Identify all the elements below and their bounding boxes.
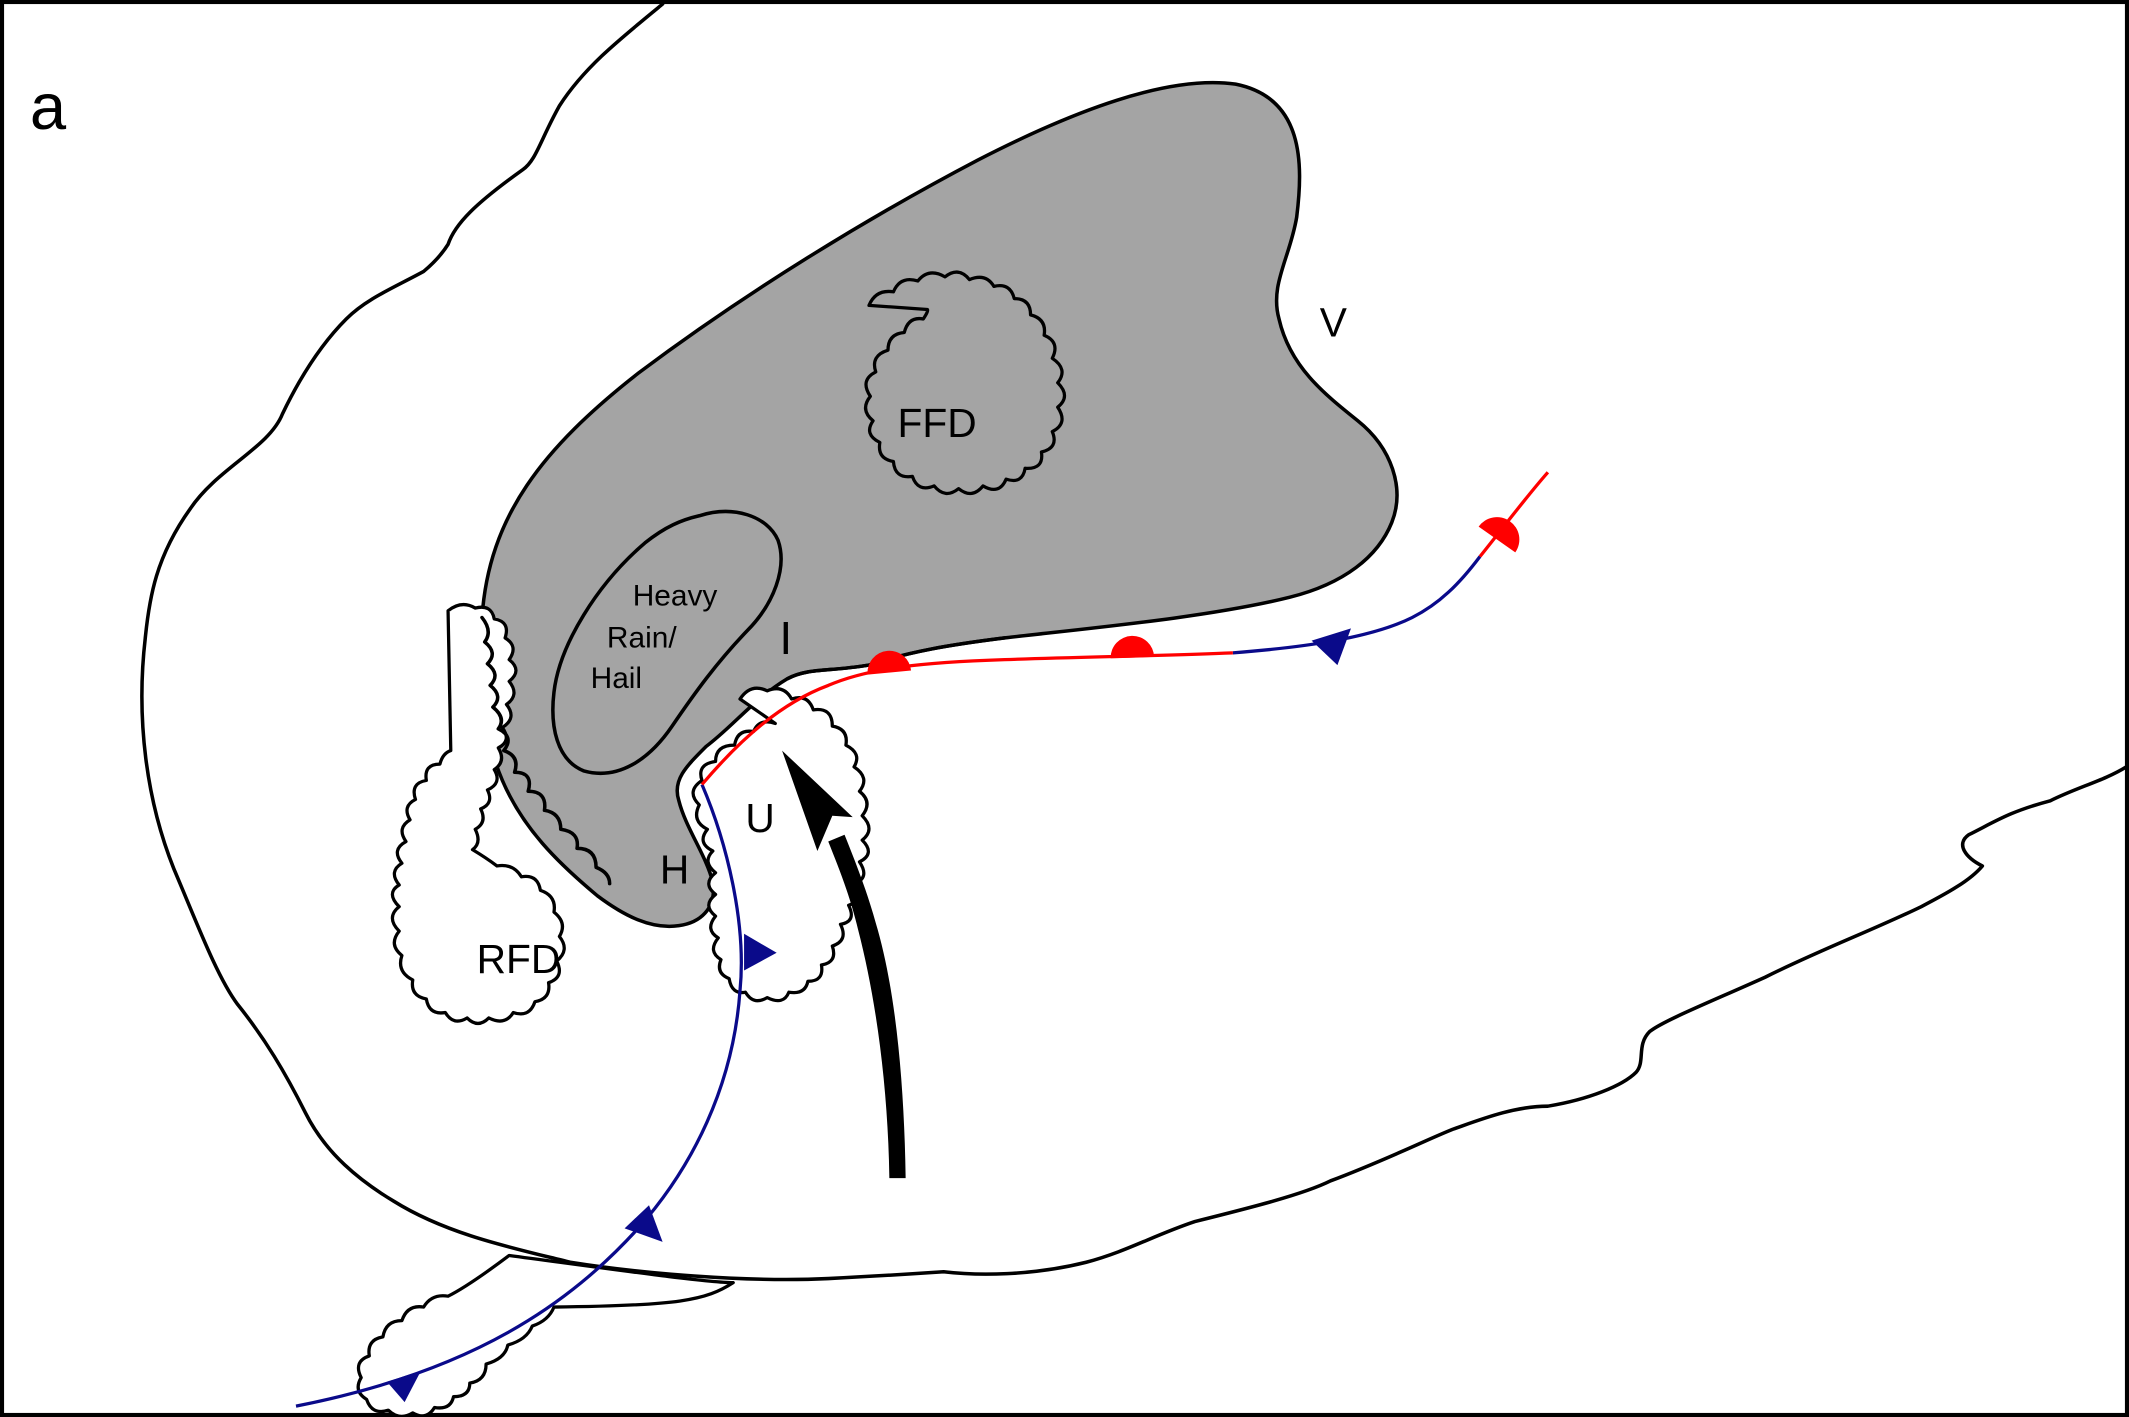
warm-front-symbol [1110,635,1155,659]
hook-label: H [660,847,689,893]
cold-front-symbol [1311,628,1351,666]
rfd-gust-edge [480,615,612,886]
cold-front-symbol [624,1205,663,1242]
panel-label: a [30,70,67,143]
rfd-label: RFD [477,936,561,982]
inflow-arrow-head [782,750,853,852]
ffd-label: FFD [897,400,976,446]
tail-cloud-outline [356,1253,735,1417]
updraft-label: U [745,795,774,841]
cold-front-symbol [386,1370,421,1403]
heavy-rain-hail-label-line3: Hail [591,662,642,695]
gust-front-cloud [691,686,871,1003]
cold-front-line-east [1232,555,1482,655]
cold-front-symbol [744,933,777,971]
ffd-cloud-outline [863,270,1067,495]
warm-front-symbol [1478,517,1520,553]
v-notch-label: V [1320,300,1347,346]
forward-flank-precip-region [478,80,1399,929]
heavy-rain-hail-label-line1: Heavy [633,579,718,612]
heavy-rain-hail-label-line2: Rain/ [607,621,677,654]
warm-front-symbol [867,650,912,675]
cold-front-line [295,783,743,1408]
heavy-rain-hail-region [551,509,783,776]
rfd-cloud-outline [390,602,566,1026]
inflow-notch-label: I [779,612,792,664]
outer-echo-outline [140,2,2129,1282]
warm-front-line-east [1478,471,1550,558]
inflow-arrow-shaft [828,834,906,1179]
